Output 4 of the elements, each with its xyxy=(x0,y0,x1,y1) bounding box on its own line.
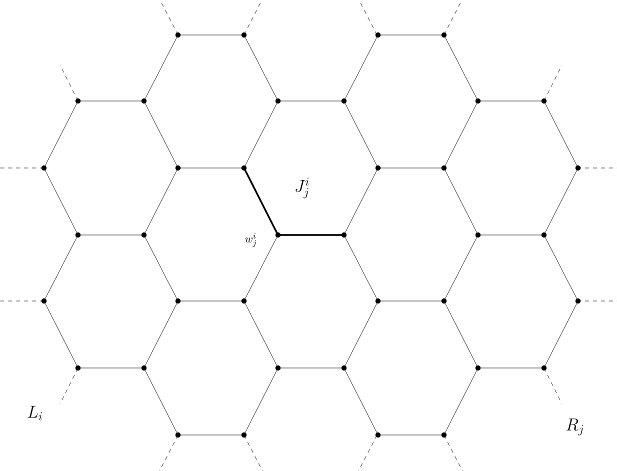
formula-label: $L_i$ xyxy=(28,406,42,420)
formula-label: $R_j$ xyxy=(566,418,584,436)
formula-label: $w_j^i$ xyxy=(245,233,256,247)
formula-label: $J_j^i$ xyxy=(296,178,309,198)
